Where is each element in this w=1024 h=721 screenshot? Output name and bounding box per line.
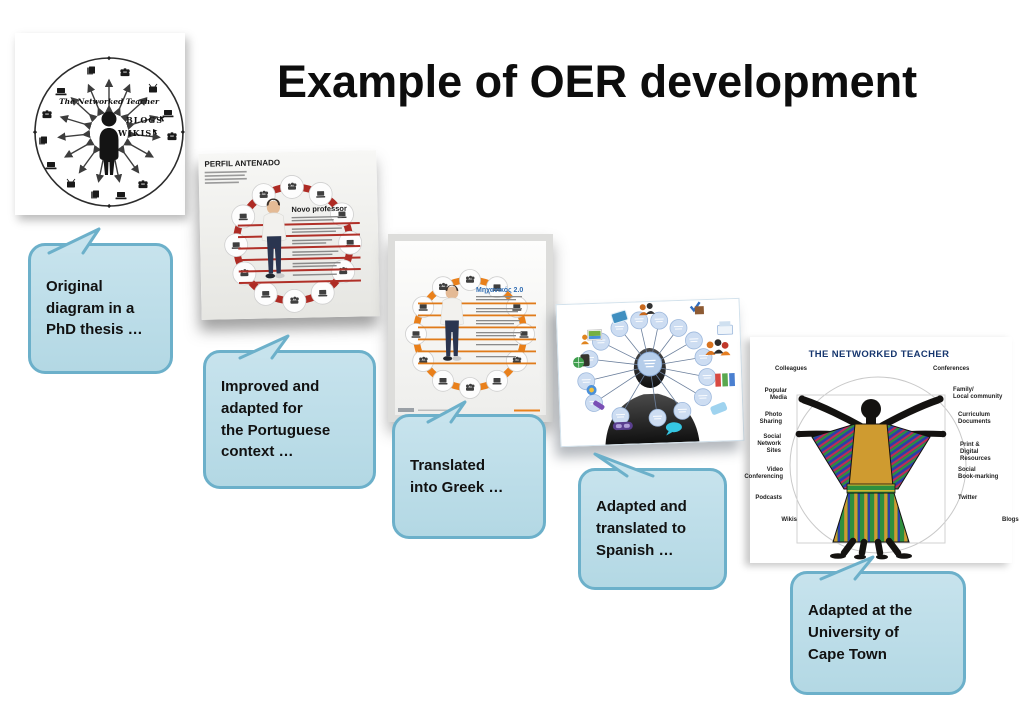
networked-teacher-bw-diagram: The Networked Teacher BLOGS WIKIS	[32, 56, 185, 209]
radial-arrows	[57, 78, 161, 183]
callout-capetown: Adapted at the University of Cape Town	[790, 555, 966, 695]
label-social-network: Social Network Sites	[757, 434, 781, 455]
ring-nodes	[405, 269, 535, 399]
check-box-icon	[689, 301, 704, 315]
notebook-icon	[610, 309, 629, 325]
diagram-spanish	[555, 297, 745, 448]
capetown-title: THE NETWORKED TEACHER	[808, 349, 950, 360]
callout-spanish-text: Adapted and translated to Spanish …	[596, 498, 687, 559]
cursor-icon	[160, 116, 165, 122]
diagram-capetown: THE NETWORKED TEACHER Colleagues Popular…	[744, 337, 1019, 563]
globe-bag-icon	[573, 354, 590, 368]
label-twitter: Twitter	[958, 495, 978, 501]
perfil-header: PERFIL ANTENADO	[204, 158, 280, 169]
label-social-bookmark: Social Book-marking	[958, 467, 999, 481]
label-video-conf: Video Conferencing	[744, 467, 783, 481]
blogs-label: BLOGS	[126, 115, 163, 125]
slide-title: Example of OER development	[277, 56, 918, 107]
goggles-icon	[612, 421, 633, 431]
label-photo-sharing: Photo Sharing	[759, 412, 782, 426]
callout-original: Original diagram in a PhD thesis …	[28, 227, 173, 374]
vitruvian-figure-diagram	[789, 376, 967, 560]
callout-spanish: Adapted and translated to Spanish …	[578, 452, 727, 590]
perfil-antenado-infographic: PERFIL ANTENADO Novo professor	[198, 150, 380, 320]
spanish-head-diagram	[556, 298, 744, 447]
callout-greek-text: Translated into Greek …	[410, 456, 504, 496]
label-curriculum-docs: Curriculum Documents	[958, 412, 991, 426]
greek-heading: Μηχανικός 2.0	[476, 287, 523, 294]
ring-nodes	[224, 175, 363, 313]
label-colleagues: Colleagues	[774, 366, 807, 372]
speech-bubble-icon	[665, 422, 682, 436]
greek-infographic: Μηχανικός 2.0	[388, 234, 553, 422]
people-icon	[638, 302, 655, 316]
crowd-icon	[705, 339, 731, 356]
person-photo	[261, 198, 287, 279]
diagram-greek: Μηχανικός 2.0	[388, 234, 553, 422]
diagram-title-text: The Networked Teacher	[59, 97, 160, 106]
peripheral-icons	[573, 301, 736, 436]
wikis-label: WIKIS	[117, 128, 152, 138]
callout-capetown-text: Adapted at the University of Cape Town	[808, 602, 913, 663]
novo-professor-heading: Novo professor	[291, 204, 347, 214]
flashlight-icon	[593, 400, 605, 410]
label-wikis: Wikis	[781, 517, 797, 523]
intro-text-lines	[204, 170, 247, 184]
callout-greek: Translated into Greek …	[392, 400, 546, 539]
footer	[398, 408, 540, 412]
label-conferences: Conferences	[933, 366, 970, 372]
diagram-portuguese: PERFIL ANTENADO Novo professor	[198, 150, 380, 320]
cursor-icon	[153, 129, 158, 135]
callout-portuguese: Improved and adapted for the Portuguese …	[203, 334, 376, 489]
person-photo	[440, 284, 464, 361]
frame-square	[796, 394, 946, 544]
printer-icon	[717, 321, 734, 335]
label-blogs: Blogs	[1002, 517, 1019, 523]
diagram-original-phd: The Networked Teacher BLOGS WIKIS	[15, 33, 185, 215]
vitruvian-figure	[795, 395, 947, 560]
callout-original-text: Original diagram in a PhD thesis …	[46, 277, 143, 339]
clock-icon	[586, 385, 597, 396]
photo-card-icon	[580, 329, 603, 345]
text-rows	[418, 296, 536, 365]
tag-icon	[709, 401, 729, 416]
callout-portuguese-text: Improved and adapted for the Portuguese …	[221, 378, 331, 461]
label-popular-media: Popular Media	[764, 388, 787, 402]
label-podcasts: Podcasts	[755, 495, 782, 501]
person-silhouette	[99, 111, 119, 175]
center-node	[637, 351, 663, 377]
label-family-community: Family/ Local community	[953, 387, 1003, 401]
label-print-digital: Print & Digital Resources	[960, 442, 991, 463]
folders-icon	[715, 373, 736, 387]
